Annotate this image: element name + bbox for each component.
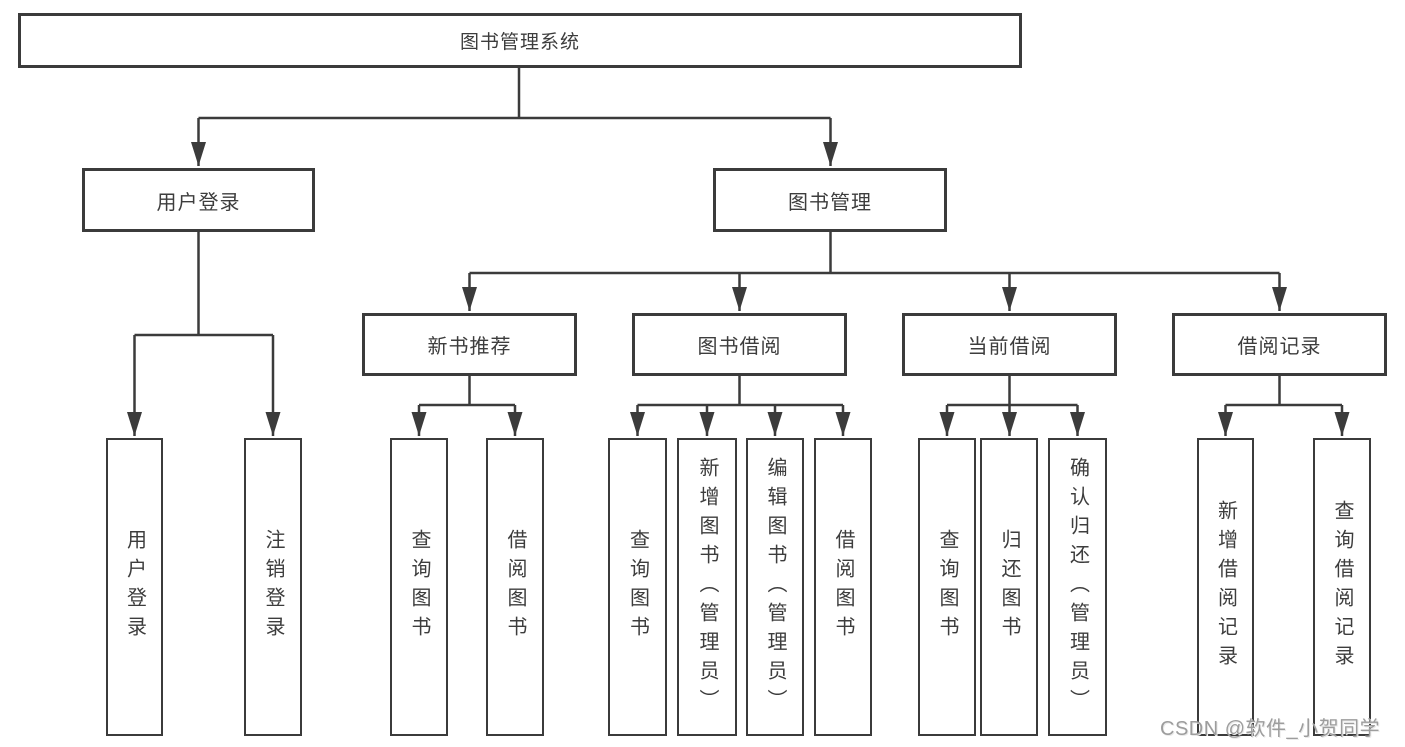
leaf-return-book: 归还图书 [980, 438, 1038, 736]
node-root-label: 图书管理系统 [459, 32, 580, 53]
node-new-book-recommend-label: 新书推荐 [427, 336, 512, 358]
leaf-borrow-book: 借阅图书 [814, 438, 872, 736]
leaf-add-book-admin: 新增图书（管理员） [677, 438, 737, 736]
branch-book-management [469, 232, 1280, 275]
node-user-login-label: 用户登录 [156, 191, 241, 214]
branch-new-book-recommend [419, 376, 515, 407]
leaf-query-book-current: 查询图书 [918, 438, 976, 736]
node-book-borrow: 图书借阅 [632, 313, 847, 376]
branch-book-borrow [637, 376, 843, 407]
node-book-management: 图书管理 [713, 168, 947, 232]
branch-user-login [134, 232, 273, 337]
node-borrow-record-label: 借阅记录 [1237, 336, 1322, 358]
watermark: CSDN @软件_小贺同学 [1160, 718, 1381, 740]
leaf-query-borrow-record: 查询借阅记录 [1313, 438, 1371, 736]
leaf-confirm-return-admin: 确认归还（管理员） [1048, 438, 1107, 736]
node-book-management-label: 图书管理 [788, 191, 872, 214]
node-current-borrow-label: 当前借阅 [967, 336, 1052, 358]
leaf-edit-book-admin: 编辑图书（管理员） [746, 438, 804, 736]
node-user-login: 用户登录 [82, 168, 315, 232]
node-book-borrow-label: 图书借阅 [697, 336, 782, 358]
node-borrow-record: 借阅记录 [1172, 313, 1387, 376]
branch-root [198, 68, 831, 120]
node-new-book-recommend: 新书推荐 [362, 313, 577, 376]
branch-borrow-record [1225, 376, 1342, 407]
branch-current-borrow [947, 376, 1078, 407]
leaf-logout: 注销登录 [244, 438, 302, 736]
leaf-add-borrow-record: 新增借阅记录 [1197, 438, 1254, 736]
leaf-query-book-borrow: 查询图书 [608, 438, 667, 736]
node-root: 图书管理系统 [18, 13, 1022, 68]
node-current-borrow: 当前借阅 [902, 313, 1117, 376]
leaf-user-login: 用户登录 [106, 438, 163, 736]
leaf-borrow-book-recommend: 借阅图书 [486, 438, 544, 736]
leaf-query-book-recommend: 查询图书 [390, 438, 448, 736]
